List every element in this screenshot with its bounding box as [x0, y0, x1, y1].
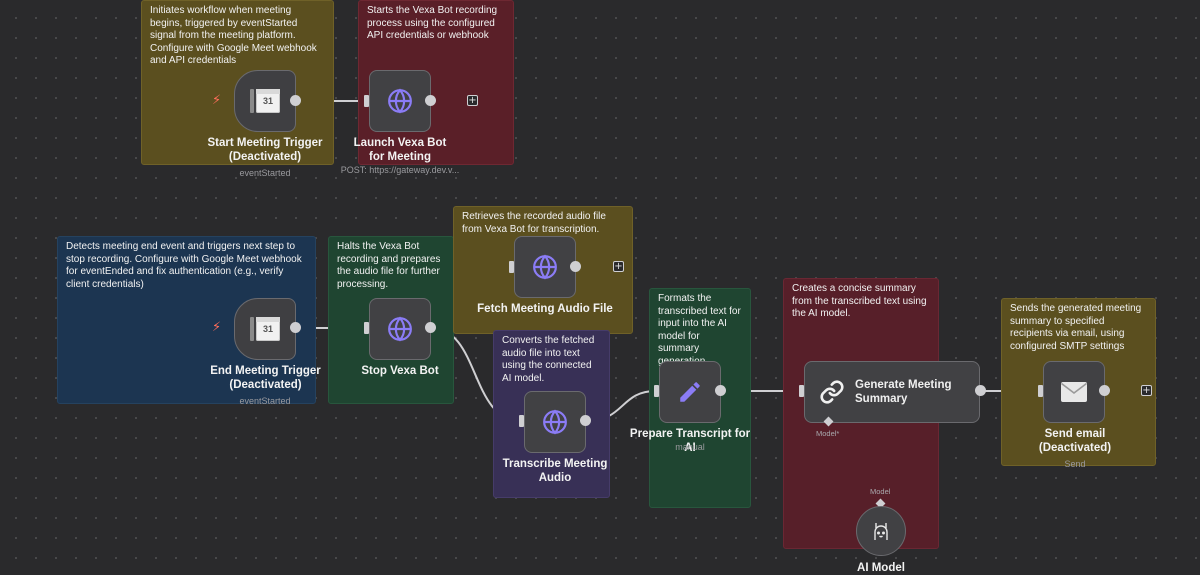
- fetch-audio-title: Fetch Meeting Audio File: [477, 303, 613, 315]
- generate-model-port-label: Model*: [816, 429, 840, 438]
- prepare-input-port[interactable]: [654, 385, 659, 397]
- launch-bot-title: Launch Vexa Bot for Meeting: [353, 137, 447, 163]
- stop-bot-input-port[interactable]: [364, 322, 369, 334]
- transcribe-title: Transcribe Meeting Audio: [502, 458, 608, 484]
- prepare-transcript-node[interactable]: [659, 361, 721, 423]
- launch-bot-input-port[interactable]: [364, 95, 369, 107]
- transcribe-input-port[interactable]: [519, 415, 524, 427]
- end-meeting-trigger-node[interactable]: 31: [234, 298, 296, 360]
- trigger-bolt-icon: ⚡: [212, 93, 222, 108]
- fetch-audio-add-button[interactable]: +: [613, 261, 624, 272]
- start-trigger-title: Start Meeting Trigger (Deactivated): [207, 137, 323, 163]
- pencil-icon: [680, 382, 700, 402]
- transcribe-meeting-audio-node[interactable]: [524, 391, 586, 453]
- google-calendar-icon: 31: [250, 89, 280, 113]
- chain-link-icon: [820, 380, 844, 404]
- fetch-meeting-audio-node[interactable]: [514, 236, 576, 298]
- stop-vexa-bot-node[interactable]: [369, 298, 431, 360]
- ai-model-title: AI Model: [857, 562, 905, 574]
- trigger-bolt-icon: ⚡: [212, 320, 222, 335]
- launch-bot-subtitle: POST: https://gateway.dev.v...: [340, 165, 460, 175]
- send-email-output-port[interactable]: [1099, 385, 1110, 396]
- prepare-subtitle: manual: [675, 442, 705, 452]
- fetch-audio-input-port[interactable]: [509, 261, 514, 273]
- globe-icon: [388, 316, 412, 342]
- send-email-node[interactable]: [1043, 361, 1105, 423]
- stop-bot-title: Stop Vexa Bot: [361, 365, 439, 377]
- ai-model-port-label: Model: [870, 487, 891, 496]
- end-trigger-output-port[interactable]: [290, 322, 301, 333]
- transcribe-output-port[interactable]: [580, 415, 591, 426]
- start-meeting-trigger-node[interactable]: 31: [234, 70, 296, 132]
- send-email-add-button[interactable]: +: [1141, 385, 1152, 396]
- send-email-title: Send email (Deactivated): [1038, 428, 1112, 454]
- send-email-subtitle: Send: [1064, 459, 1086, 469]
- prepare-title: Prepare Transcript for AI: [629, 428, 751, 454]
- end-trigger-subtitle: eventStarted: [239, 396, 291, 406]
- globe-icon: [543, 409, 567, 435]
- send-email-input-port[interactable]: [1038, 385, 1043, 397]
- google-calendar-icon: 31: [250, 317, 280, 341]
- ai-model-node[interactable]: [856, 506, 906, 556]
- launch-vexa-bot-node[interactable]: [369, 70, 431, 132]
- end-trigger-title: End Meeting Trigger (Deactivated): [210, 365, 321, 391]
- ollama-llama-icon: [874, 523, 888, 540]
- launch-bot-add-button[interactable]: +: [467, 95, 478, 106]
- generate-title: Generate Meeting Summary: [855, 379, 952, 405]
- generate-meeting-summary-node[interactable]: Generate Meeting Summary: [804, 361, 980, 423]
- globe-icon: [533, 254, 557, 280]
- prepare-output-port[interactable]: [715, 385, 726, 396]
- globe-icon: [388, 88, 412, 114]
- fetch-audio-output-port[interactable]: [570, 261, 581, 272]
- launch-bot-output-port[interactable]: [425, 95, 436, 106]
- envelope-icon: [1061, 382, 1087, 402]
- stop-bot-output-port[interactable]: [425, 322, 436, 333]
- generate-input-port[interactable]: [799, 385, 804, 397]
- generate-output-port[interactable]: [975, 385, 986, 396]
- start-trigger-subtitle: eventStarted: [239, 168, 291, 178]
- start-trigger-output-port[interactable]: [290, 95, 301, 106]
